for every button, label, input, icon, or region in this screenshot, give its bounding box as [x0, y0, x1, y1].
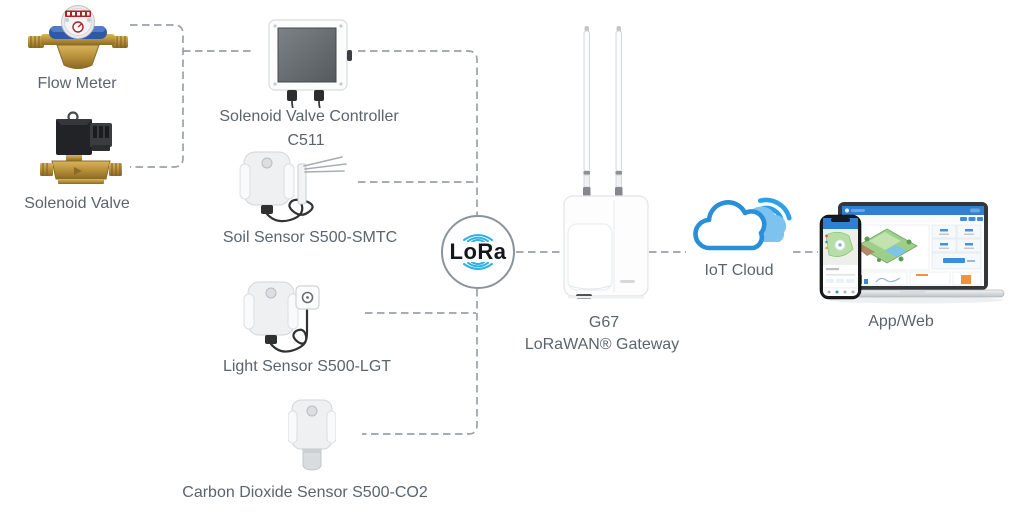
solenoid-valve-label: Solenoid Valve	[24, 195, 130, 212]
controller-label-line1: Solenoid Valve Controller	[219, 108, 399, 125]
app-web-label: App/Web	[868, 313, 934, 330]
soil-sensor-label: Soil Sensor S500-SMTC	[222, 229, 398, 246]
soil-sensor-image	[239, 151, 347, 223]
lora-signal-arcs-top	[463, 234, 493, 242]
solenoid-valve-image	[40, 111, 122, 184]
gateway-label-line1: G67	[588, 314, 620, 331]
flow-meter-image	[28, 5, 128, 69]
lora-label: LoRa	[449, 239, 507, 264]
app-web-image	[819, 202, 1005, 304]
controller-label-line2: C511	[287, 132, 325, 149]
gateway-image	[563, 26, 649, 299]
flow-meter-label: Flow Meter	[37, 75, 117, 92]
iot-cloud-label: IoT Cloud	[704, 262, 774, 279]
light-sensor-label: Light Sensor S500-LGT	[222, 358, 392, 375]
solenoid-valve-controller-image	[268, 19, 352, 108]
gateway-label-line2: LoRaWAN® Gateway	[524, 336, 680, 353]
co2-sensor-image	[288, 399, 336, 471]
light-sensor-image	[243, 281, 320, 353]
lora-signal-arcs-bottom	[463, 262, 493, 270]
iot-cloud-icon	[693, 197, 792, 251]
lora-badge: LoRa	[441, 215, 515, 289]
co2-sensor-label: Carbon Dioxide Sensor S500-CO2	[182, 484, 428, 501]
